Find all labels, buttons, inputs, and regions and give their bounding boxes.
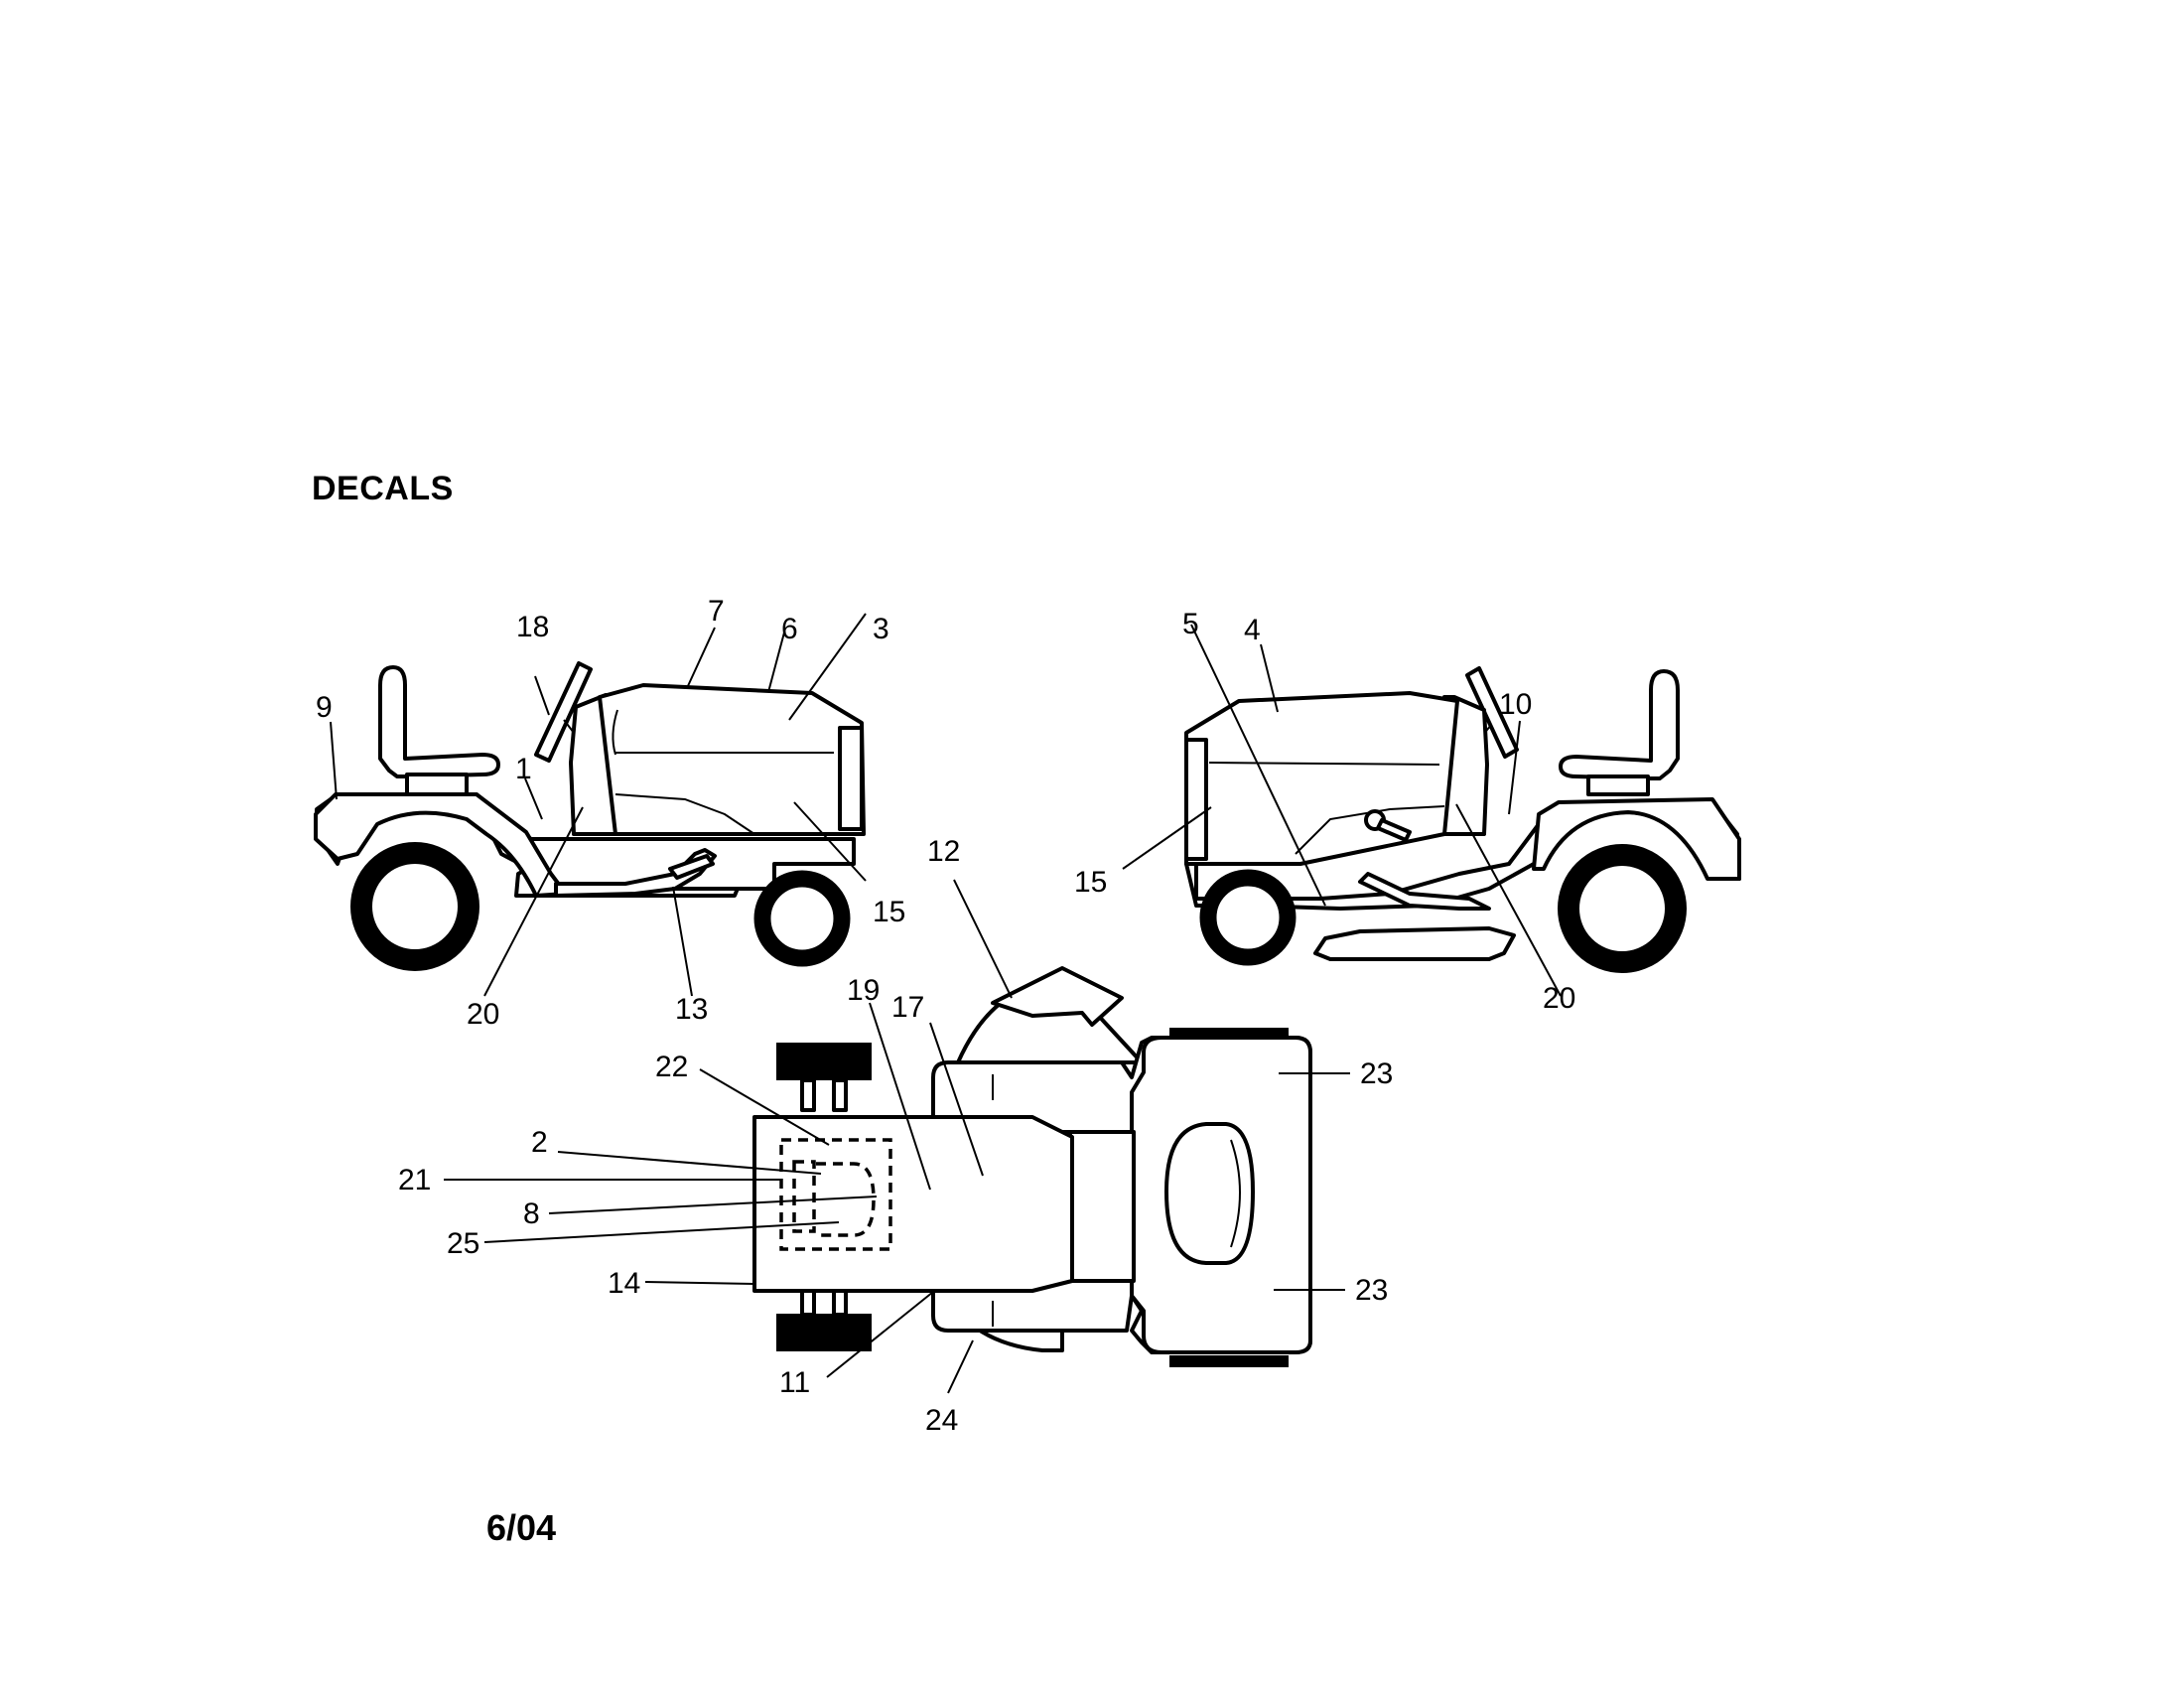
tractor-left-side-view: [314, 661, 866, 971]
tractor-top-view: [752, 966, 1312, 1367]
callout-label: 3: [873, 613, 889, 645]
seat: [1559, 669, 1680, 780]
callout-label: 17: [891, 991, 924, 1024]
callout-label: 9: [316, 691, 333, 724]
callout-label: 4: [1244, 614, 1261, 646]
callout-label: 24: [925, 1404, 958, 1437]
callout-label: 12: [927, 835, 960, 868]
callout-label: 10: [1499, 688, 1532, 721]
hood: [598, 683, 866, 836]
leader-lines: [330, 613, 1562, 1394]
callout-label: 2: [531, 1126, 548, 1159]
callout-label: 20: [1543, 982, 1575, 1015]
callout-label: 6: [781, 613, 798, 645]
page-title: DECALS: [312, 470, 454, 507]
front-wheel-top: [776, 1314, 872, 1351]
engine-outline: [779, 1138, 892, 1251]
callout-label: 23: [1360, 1057, 1393, 1090]
callout-label: 13: [675, 993, 708, 1026]
callout-label: 18: [516, 611, 549, 643]
rear-wheel-top: [1169, 1355, 1289, 1367]
tractor-right-side-view: [1184, 666, 1741, 973]
callout-label: 21: [398, 1164, 431, 1196]
hood: [1184, 691, 1459, 866]
callout-label: 22: [655, 1051, 688, 1083]
callout-label: 19: [847, 974, 880, 1007]
seat-top: [1164, 1122, 1255, 1265]
mower-deck: [1313, 926, 1516, 961]
grille: [1184, 738, 1208, 861]
callout-labels: 9 18 1 7 6 3 15 20 13 5 4 10 15 20 12 19…: [316, 595, 1575, 1437]
front-wheel-top: [776, 1043, 872, 1080]
callout-label: 15: [1074, 866, 1107, 899]
callout-label: 15: [873, 896, 905, 928]
discharge-chute: [991, 966, 1124, 1027]
grille: [838, 726, 864, 831]
hood-top: [752, 1115, 1074, 1293]
callout-label: 8: [523, 1197, 540, 1230]
callout-label: 23: [1355, 1274, 1388, 1307]
callout-label: 20: [467, 998, 499, 1031]
callout-label: 25: [447, 1227, 479, 1260]
callout-label: 7: [708, 595, 725, 628]
callout-label: 5: [1182, 608, 1199, 640]
steering-wheel: [534, 661, 593, 763]
callout-label: 14: [608, 1267, 640, 1300]
callout-label: 11: [779, 1366, 810, 1399]
seat: [378, 665, 500, 778]
callout-label: 1: [515, 753, 532, 785]
revision-date: 6/04: [486, 1507, 557, 1548]
